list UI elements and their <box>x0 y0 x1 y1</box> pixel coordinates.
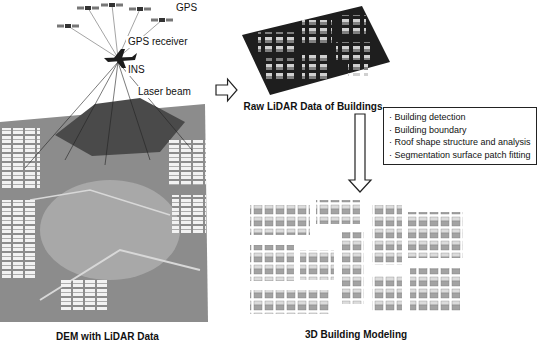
building-models <box>316 200 360 224</box>
lidar-buildings <box>258 32 296 52</box>
raw-data-figure: Raw LiDAR Data of Buildings <box>238 2 388 113</box>
building-models <box>342 232 364 304</box>
gps-satellites <box>57 3 173 28</box>
building-models <box>372 276 402 312</box>
building-models <box>410 268 460 312</box>
raw-lidar-picture <box>242 6 390 95</box>
building-models <box>250 205 310 235</box>
list-item: · Roof shape structure and analysis <box>389 136 531 149</box>
apartment-blocks <box>172 195 206 235</box>
figure-caption: DEM with LiDAR Data <box>54 330 161 343</box>
laser-label: Laser beam <box>136 86 193 98</box>
list-item: · Building detection <box>389 111 531 124</box>
hill <box>55 98 185 156</box>
lidar-buildings <box>336 42 370 60</box>
gps-label: GPS <box>174 2 199 14</box>
model-figure: 3D Building Modeling <box>240 193 472 341</box>
hollow-arrow <box>349 114 371 192</box>
process-list-box: · Building detection· Building boundary·… <box>383 107 537 165</box>
building-models <box>372 205 402 265</box>
gps-signal-lines <box>68 5 162 58</box>
hollow-arrow <box>216 79 237 101</box>
apartment-blocks <box>2 200 36 280</box>
list-item: · Building boundary <box>389 124 531 137</box>
building-models <box>300 250 334 280</box>
laser-beams <box>25 62 192 168</box>
figure-caption: 3D Building Modeling <box>303 328 409 341</box>
apartment-blocks <box>2 128 40 188</box>
lidar-buildings <box>302 20 332 44</box>
apartment-blocks <box>168 140 206 185</box>
figure-caption: Raw LiDAR Data of Buildings <box>242 100 385 113</box>
receiver-label: GPS receiver <box>126 36 189 48</box>
lidar-buildings <box>266 58 296 82</box>
building-models <box>250 245 294 281</box>
road <box>30 190 170 215</box>
list-item: · Segmentation surface patch fitting <box>389 149 531 162</box>
lidar-buildings <box>348 64 368 76</box>
ins-label: INS <box>126 64 147 76</box>
lidar-buildings <box>338 15 366 35</box>
apartment-blocks <box>60 280 108 310</box>
dem-figure: DEM with LiDAR Data <box>0 0 215 343</box>
lidar-ground <box>242 6 390 95</box>
building-models-picture <box>250 200 463 314</box>
building-models <box>250 290 330 314</box>
lidar-buildings <box>302 52 328 80</box>
building-models <box>408 212 463 258</box>
